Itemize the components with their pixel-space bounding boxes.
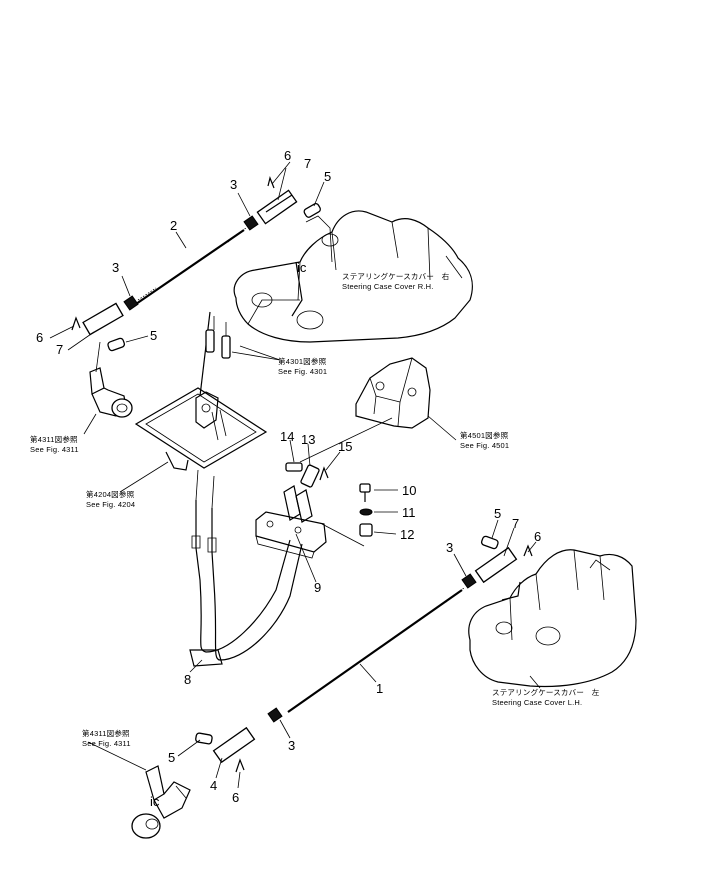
ref-fig4311-lower-en: See Fig. 4311 <box>82 739 131 748</box>
ref-steering-lh-jp: ステアリングケースカバー 左 <box>492 687 600 697</box>
svg-text:ic: ic <box>150 794 160 809</box>
ref-fig4501-jp: 第4501図参照 <box>460 430 509 440</box>
ref-fig4501-en: See Fig. 4501 <box>460 441 509 450</box>
leader-lines <box>49 161 541 789</box>
callout-3: 3 <box>112 260 119 275</box>
ref-steering-rh-jp: ステアリングケースカバー 右 <box>342 271 450 281</box>
svg-text:ic: ic <box>297 260 307 275</box>
callout-3: 3 <box>230 177 237 192</box>
callout-7: 7 <box>512 516 519 531</box>
bolt-14 <box>285 462 303 472</box>
bracket-9 <box>255 485 327 559</box>
bolt-10 <box>359 483 371 502</box>
cotter-pin-6-lower-left <box>235 758 245 773</box>
callout-6: 6 <box>284 148 291 163</box>
ref-fig4204-en: See Fig. 4204 <box>86 500 135 509</box>
joint-7-lower-right <box>474 546 518 584</box>
valve-block-assembly <box>299 357 431 463</box>
joint-4-lower-left <box>212 726 256 764</box>
callout-7: 7 <box>56 342 63 357</box>
callout-5: 5 <box>494 506 501 521</box>
spacer-12 <box>359 523 373 537</box>
callout-numbers: 6 7 5 3 2 3 6 7 5 14 13 15 10 11 12 9 8 … <box>36 148 541 805</box>
nut-3-upper-left <box>123 295 139 311</box>
ref-fig4311-upper-jp: 第4311図参照 <box>30 434 78 444</box>
pin-5-upper-right <box>303 202 321 218</box>
ref-fig4301-jp: 第4301図参照 <box>278 356 327 366</box>
callout-6: 6 <box>534 529 541 544</box>
callout-10: 10 <box>402 483 416 498</box>
ref-steering-rh-en: Steering Case Cover R.H. <box>342 282 434 291</box>
callout-6: 6 <box>36 330 43 345</box>
callout-14: 14 <box>280 429 294 444</box>
cotter-pin-15 <box>319 466 329 481</box>
joint-7-upper-left <box>82 302 124 336</box>
ref-fig4311-upper-en: See Fig. 4311 <box>30 445 79 454</box>
lever-bracket-upper-left <box>89 341 133 418</box>
cotter-pin-6-lower-right <box>523 544 533 557</box>
callout-4: 4 <box>210 778 217 793</box>
callout-13: 13 <box>301 432 315 447</box>
ref-fig4301-en: See Fig. 4301 <box>278 367 327 376</box>
ref-steering-lh-en: Steering Case Cover L.H. <box>492 698 582 707</box>
callout-7: 7 <box>304 156 311 171</box>
callout-5: 5 <box>150 328 157 343</box>
callout-5: 5 <box>168 750 175 765</box>
callout-3: 3 <box>446 540 453 555</box>
callout-5: 5 <box>324 169 331 184</box>
leader-line-bracket <box>321 523 365 547</box>
control-cable-8 <box>189 469 303 667</box>
callout-6: 6 <box>232 790 239 805</box>
control-lever-base <box>134 311 268 471</box>
callout-3: 3 <box>288 738 295 753</box>
nut-3-upper-right <box>243 215 259 231</box>
callout-9: 9 <box>314 580 321 595</box>
lever-bracket-lower-left: ic <box>131 765 191 839</box>
steering-case-cover-rh: ic <box>233 210 473 343</box>
reference-labels: ステアリングケースカバー 右 Steering Case Cover R.H. … <box>30 271 600 748</box>
yoke-13 <box>300 464 320 488</box>
rod-1 <box>287 587 465 713</box>
callout-11: 11 <box>402 505 416 520</box>
pin-5-lower-right <box>480 535 499 550</box>
pin-5-upper-left <box>107 337 126 352</box>
cotter-pin-6-upper-left <box>71 316 81 331</box>
callout-8: 8 <box>184 672 191 687</box>
rod-2 <box>135 227 247 305</box>
cotter-pin-6-upper-right <box>267 176 275 189</box>
joint-7-upper-right <box>256 189 298 225</box>
callout-2: 2 <box>170 218 177 233</box>
washer-11 <box>359 508 373 516</box>
callout-1: 1 <box>376 681 383 696</box>
callout-12: 12 <box>400 527 414 542</box>
ref-fig4204-jp: 第4204図参照 <box>86 489 135 499</box>
steering-case-cover-lh <box>468 549 637 688</box>
nut-3-lower-left <box>267 707 283 723</box>
ref-fig4311-lower-jp: 第4311図参照 <box>82 728 130 738</box>
callout-15: 15 <box>338 439 352 454</box>
nut-3-lower-right <box>461 573 477 589</box>
pin-5-lower-left <box>195 732 213 745</box>
